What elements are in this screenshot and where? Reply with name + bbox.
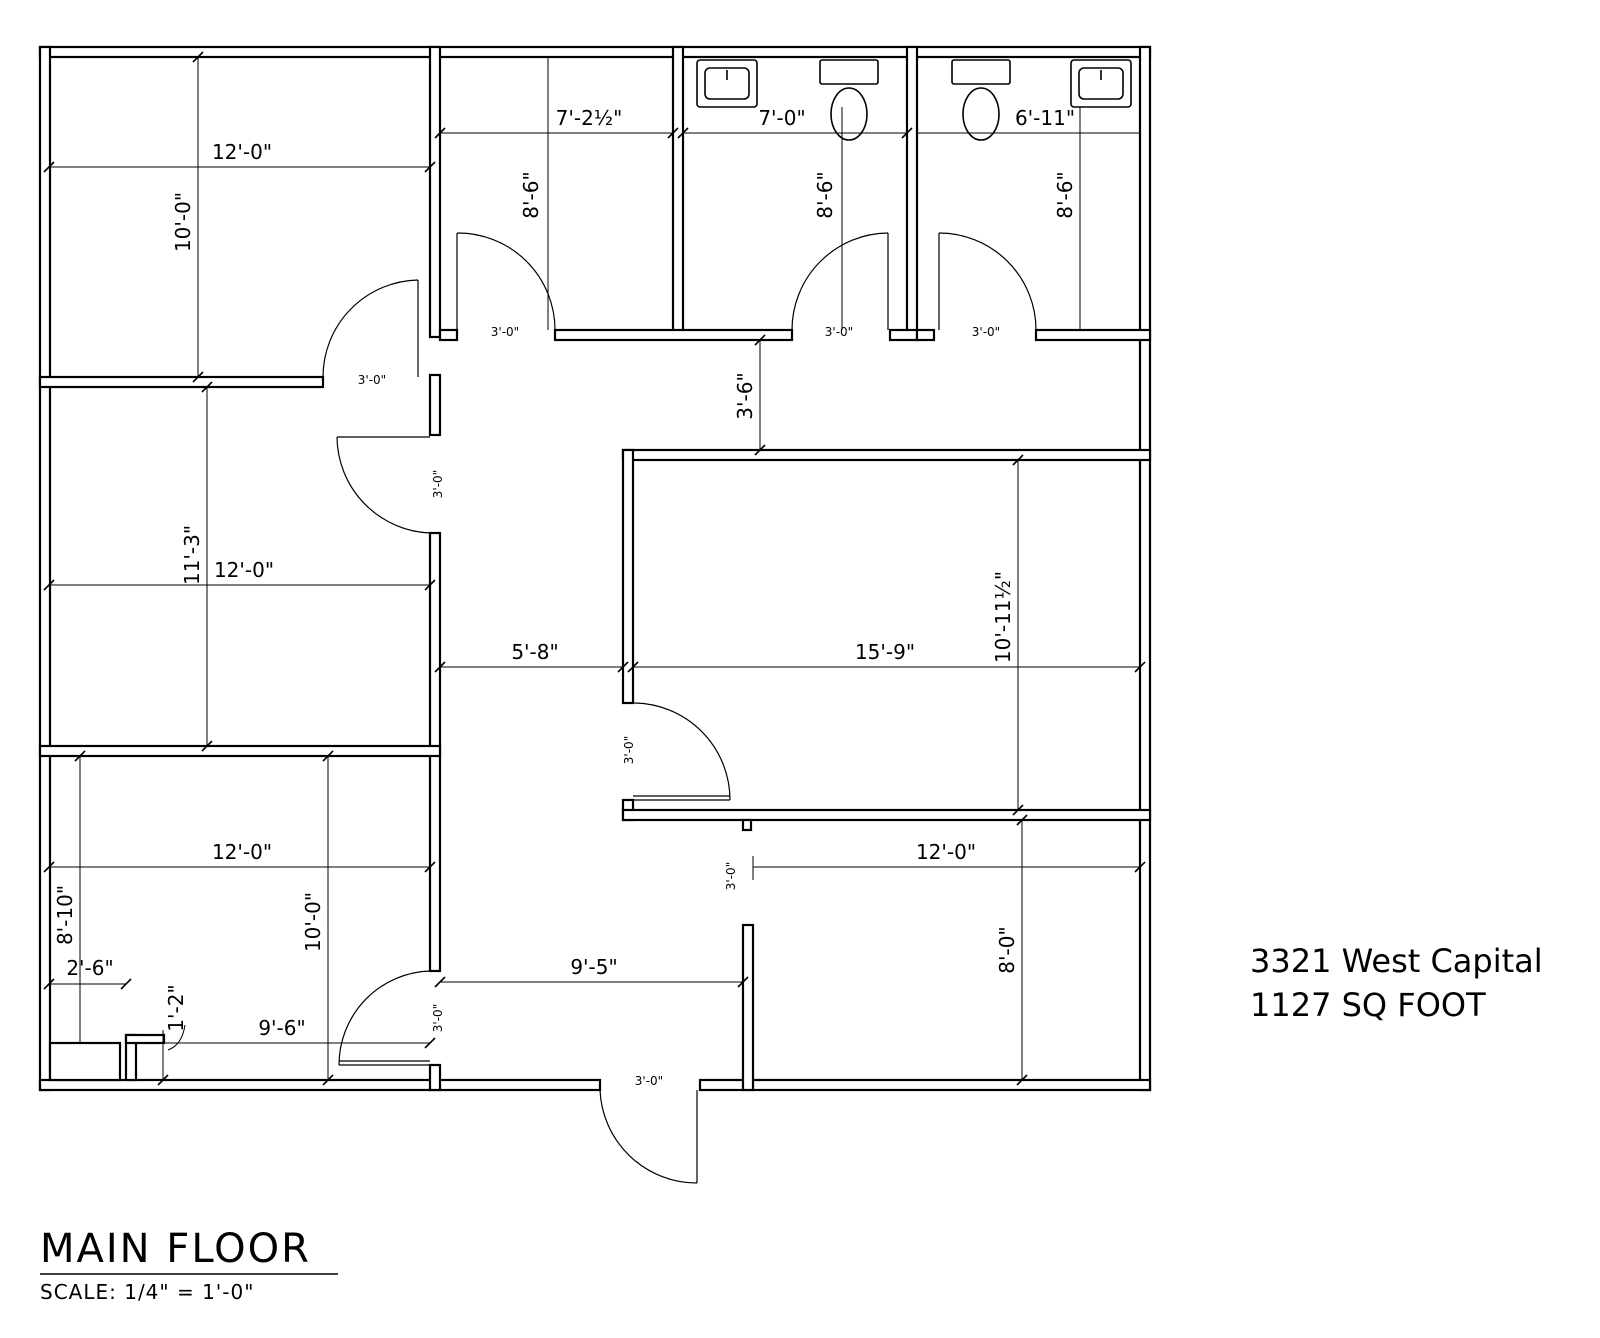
address-text: 3321 West Capital	[1250, 942, 1543, 980]
doors	[322, 232, 1037, 1184]
dimension-lines	[50, 57, 1140, 1080]
dim-bath1-w: 7'-0"	[758, 106, 805, 130]
drawing-title: MAIN FLOOR	[40, 1226, 311, 1272]
dim-closet-w: 2'-6"	[66, 956, 113, 980]
dim-office-top-h: 10'-0"	[171, 192, 195, 252]
dimension-labels: 12'-0" 10'-0" 7'-2½" 8'-6" 7'-0" 8'-6" 6…	[53, 106, 1077, 1088]
dim-bath2-w: 6'-11"	[1015, 106, 1075, 130]
leader-arrow	[167, 1024, 186, 1051]
dim-hall-top: 3'-6"	[733, 372, 757, 419]
door-label-office-bot: 3'-0"	[431, 1004, 445, 1032]
dim-office-mid-w: 12'-0"	[214, 558, 274, 582]
door-label-room2: 3'-0"	[491, 325, 519, 339]
dim-hall-w: 5'-8"	[511, 640, 558, 664]
dim-office-br-w: 12'-0"	[916, 840, 976, 864]
dim-entry-w: 9'-5"	[570, 955, 617, 979]
dim-bath2-h: 8'-6"	[1053, 171, 1077, 218]
door-label-office-mid: 3'-0"	[431, 470, 445, 498]
door-label-conf: 3'-0"	[622, 736, 636, 764]
dim-conf-h: 10'-11½"	[991, 571, 1015, 663]
dim-office-br-h: 8'-0"	[995, 926, 1019, 973]
dim-office-bot-w2: 9'-6"	[258, 1016, 305, 1040]
area-text: 1127 SQ FOOT	[1250, 986, 1486, 1024]
door-label-bath2: 3'-0"	[972, 325, 1000, 339]
drawing-scale: SCALE: 1/4" = 1'-0"	[40, 1280, 254, 1304]
door-label-entry: 3'-0"	[635, 1074, 663, 1088]
dim-office-bot-w: 12'-0"	[212, 840, 272, 864]
dim-room2-w: 7'-2½"	[556, 106, 623, 130]
dim-office-top-w: 12'-0"	[212, 140, 272, 164]
door-label-bath1: 3'-0"	[825, 325, 853, 339]
door-label-office-top: 3'-0"	[358, 373, 386, 387]
door-label-hall-stub: 3'-0"	[724, 862, 738, 890]
dim-closet-h: 1'-2"	[164, 984, 188, 1031]
fixtures	[696, 59, 1132, 141]
dimension-ticks	[43, 51, 1146, 1086]
dim-bath1-h: 8'-6"	[813, 171, 837, 218]
dim-office-bot-h2: 8'-10"	[53, 885, 77, 945]
dim-room2-h: 8'-6"	[519, 171, 543, 218]
dim-office-mid-h: 11'-3"	[180, 525, 204, 585]
dim-office-bot-h: 10'-0"	[301, 892, 325, 952]
dim-conf-w: 15'-9"	[855, 640, 915, 664]
walls	[38, 45, 1152, 1092]
